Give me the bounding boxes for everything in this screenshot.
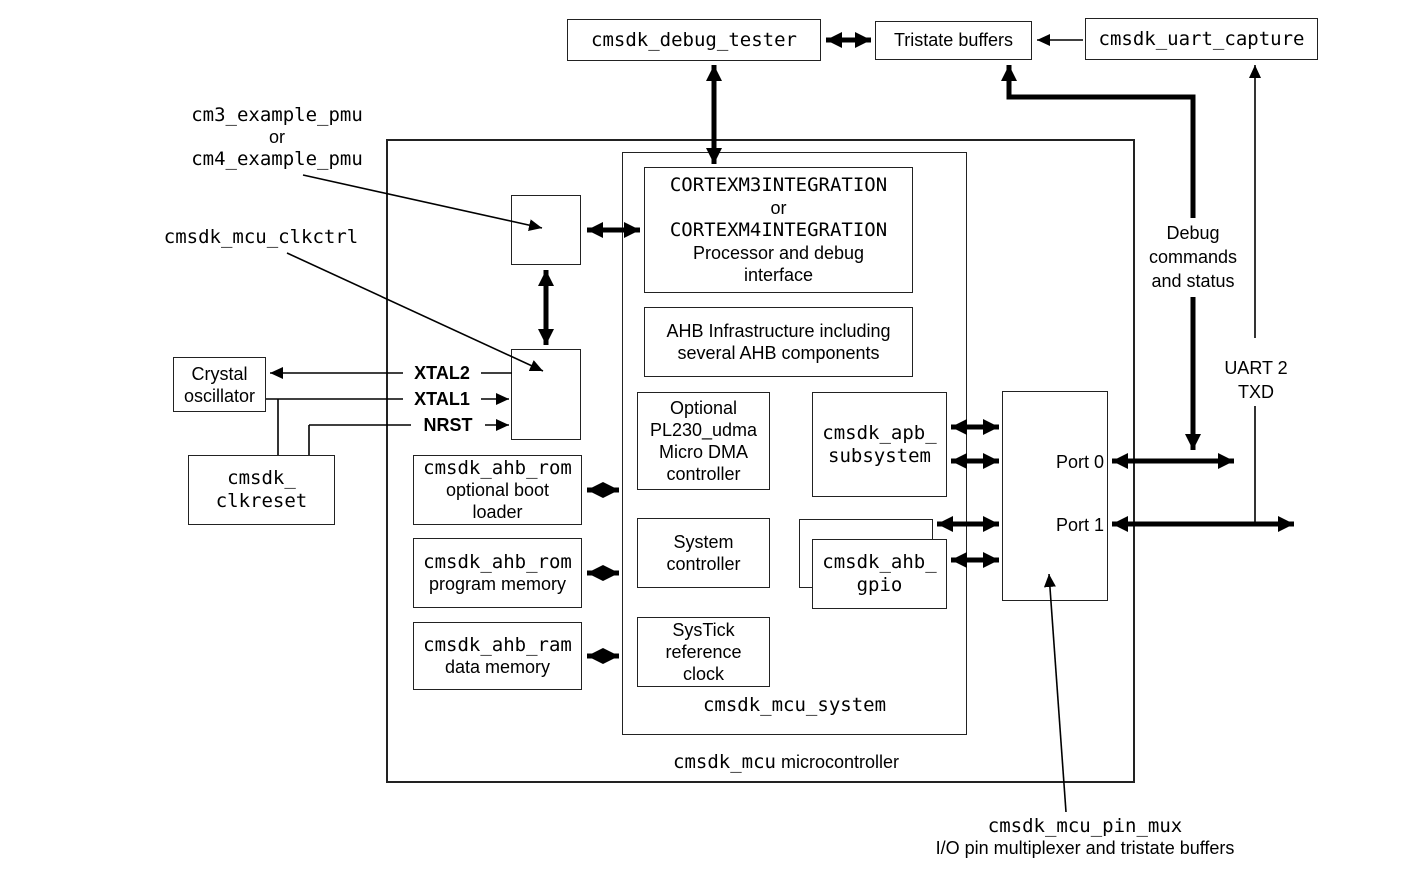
cortex-line-3: CORTEXM4INTEGRATION: [669, 219, 888, 241]
block-example-pmu: [511, 195, 581, 265]
pin-mux-desc: I/O pin multiplexer and tristate buffers: [935, 838, 1235, 858]
nrst-signal-label: NRST: [412, 414, 484, 437]
sysctrl-line-1: System: [673, 532, 734, 552]
tristate-buffers-label: Tristate buffers: [893, 30, 1014, 50]
pmu-callout-line-1: cm3_example_pmu: [191, 104, 363, 126]
debug-commands-line-1: Debug: [1166, 223, 1220, 243]
xtal2-signal-label: XTAL2: [404, 362, 480, 385]
clkreset-label-2: clkreset: [215, 490, 308, 512]
dma-line-4: controller: [666, 464, 741, 484]
pmu-callout-line-2: or: [268, 127, 285, 147]
uart2-line-1: UART 2: [1224, 358, 1288, 378]
clkreset-label-1: cmsdk_: [227, 467, 296, 489]
block-crystal-oscillator: Crystal oscillator: [173, 357, 266, 412]
block-mcu-clkctrl: [511, 349, 581, 440]
dma-line-1: Optional: [669, 398, 738, 418]
crystal-label-2: oscillator: [183, 385, 256, 406]
block-apb-subsystem: cmsdk_apb_ subsystem: [812, 392, 947, 497]
ahb-line-2: several AHB components: [677, 343, 880, 363]
rom-boot-line-2: optional boot: [445, 480, 550, 500]
block-cmsdk-uart-capture: cmsdk_uart_capture: [1085, 18, 1318, 60]
block-cmsdk-debug-tester: cmsdk_debug_tester: [567, 19, 821, 61]
mcu-label-sans: microcontroller: [775, 752, 899, 772]
gpio-line-1: cmsdk_ahb_: [822, 551, 937, 573]
cortex-line-5: interface: [743, 265, 814, 285]
pin-mux-callout-label: cmsdk_mcu_pin_mux I/O pin multiplexer an…: [905, 815, 1265, 859]
block-cmsdk-mcu-system-outline: [622, 152, 967, 735]
debug-commands-label: Debug commands and status: [1136, 221, 1250, 293]
debug-commands-line-2: commands: [1148, 247, 1238, 267]
block-ahb-rom-program-memory: cmsdk_ahb_rom program memory: [413, 538, 582, 608]
rom-prog-line-2: program memory: [428, 574, 567, 594]
cortex-line-4: Processor and debug: [692, 243, 865, 263]
apb-line-1: cmsdk_apb_: [822, 421, 937, 444]
block-ahb-infrastructure: AHB Infrastructure including several AHB…: [644, 307, 913, 377]
pmu-callout-line-3: cm4_example_pmu: [191, 148, 363, 170]
cmsdk-uart-capture-label: cmsdk_uart_capture: [1098, 27, 1305, 50]
pin-mux-name: cmsdk_mcu_pin_mux: [987, 815, 1183, 837]
crystal-label-1: Crystal: [191, 363, 248, 384]
block-ahb-ram-data-memory: cmsdk_ahb_ram data memory: [413, 622, 582, 690]
systick-line-2: reference: [665, 642, 742, 662]
uart2-line-2: TXD: [1238, 382, 1274, 402]
mcu-microcontroller-label: cmsdk_mcu microcontroller: [486, 751, 1086, 774]
port1-label: Port 1: [1055, 515, 1104, 535]
rom-boot-line-1: cmsdk_ahb_rom: [423, 457, 572, 479]
systick-line-3: clock: [682, 664, 724, 684]
dma-line-3: Micro DMA: [659, 442, 748, 462]
uart2-txd-label: UART 2 TXD: [1215, 356, 1297, 404]
block-system-controller: System controller: [637, 518, 770, 588]
block-cortex-integration: CORTEXM3INTEGRATION or CORTEXM4INTEGRATI…: [644, 167, 913, 293]
clkctrl-callout-label: cmsdk_mcu_clkctrl: [163, 226, 359, 248]
gpio-line-2: gpio: [856, 574, 903, 596]
cortex-line-1: CORTEXM3INTEGRATION: [669, 174, 888, 196]
port0-label: Port 0: [1055, 452, 1104, 472]
cortex-line-2: or: [770, 198, 787, 218]
ram-data-line-1: cmsdk_ahb_ram: [423, 634, 572, 656]
ahb-line-1: AHB Infrastructure including: [666, 321, 891, 341]
mcu-system-label: cmsdk_mcu_system: [702, 694, 887, 716]
block-pin-mux-ports: [1002, 391, 1108, 601]
pmu-callout-label: cm3_example_pmu or cm4_example_pmu: [170, 104, 384, 170]
rom-boot-line-3: loader: [472, 502, 523, 522]
debug-commands-line-3: and status: [1151, 271, 1235, 291]
rom-prog-line-1: cmsdk_ahb_rom: [423, 551, 572, 573]
mcu-label-mono: cmsdk_mcu: [673, 751, 776, 773]
block-systick: SysTick reference clock: [637, 617, 770, 687]
dma-line-2: PL230_udma: [649, 420, 758, 440]
sysctrl-line-2: controller: [666, 554, 741, 574]
cmsdk-debug-tester-label: cmsdk_debug_tester: [591, 28, 797, 51]
xtal1-signal-label: XTAL1: [404, 388, 480, 411]
apb-line-2: subsystem: [828, 444, 931, 467]
block-ahb-rom-boot-loader: cmsdk_ahb_rom optional boot loader: [413, 455, 582, 525]
block-ahb-gpio: cmsdk_ahb_ gpio: [812, 539, 947, 609]
block-tristate-buffers: Tristate buffers: [875, 21, 1032, 60]
block-pl230-udma: Optional PL230_udma Micro DMA controller: [637, 392, 770, 490]
block-cmsdk-clkreset: cmsdk_ clkreset: [188, 455, 335, 525]
ram-data-line-2: data memory: [444, 657, 551, 677]
systick-line-1: SysTick: [672, 620, 735, 640]
